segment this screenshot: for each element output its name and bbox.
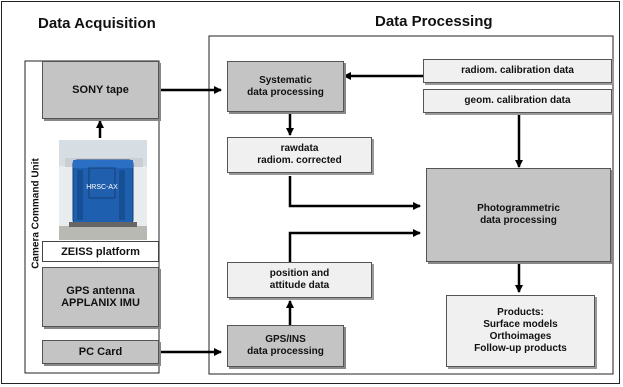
radiom-calibration-node: radiom. calibration data [423, 59, 612, 83]
svg-text:HRSC-AX: HRSC-AX [86, 184, 118, 191]
camera-command-unit-label: Camera Command Unit [30, 158, 42, 269]
gps-ins-processing-node: GPS/INS data processing [227, 325, 344, 367]
heading-data-processing: Data Processing [375, 13, 493, 30]
position-attitude-node: position and attitude data [227, 262, 372, 298]
raw-data-node: rawdata radiom. corrected [227, 137, 372, 173]
gps-imu-node: GPS antenna APPLANIX IMU [42, 267, 159, 327]
products-node: Products: Surface models Orthoimages Fol… [446, 295, 595, 367]
zeiss-platform-node: ZEISS platform [42, 241, 159, 262]
hrsc-ax-camera-photo: HRSC-AX [59, 140, 147, 240]
photogrammetric-processing-node: Photogrammetric data processing [426, 168, 611, 262]
geom-calibration-node: geom. calibration data [423, 89, 612, 113]
arrow-raw-to-photogrammetric [288, 176, 421, 210]
systematic-processing-node: Systematic data processing [227, 61, 344, 112]
processing-panel [208, 35, 614, 375]
arrow-position-to-photogrammetric [288, 229, 421, 262]
pc-card-node: PC Card [42, 340, 159, 364]
heading-data-acquisition: Data Acquisition [38, 15, 156, 32]
sony-tape-node: SONY tape [42, 61, 159, 119]
